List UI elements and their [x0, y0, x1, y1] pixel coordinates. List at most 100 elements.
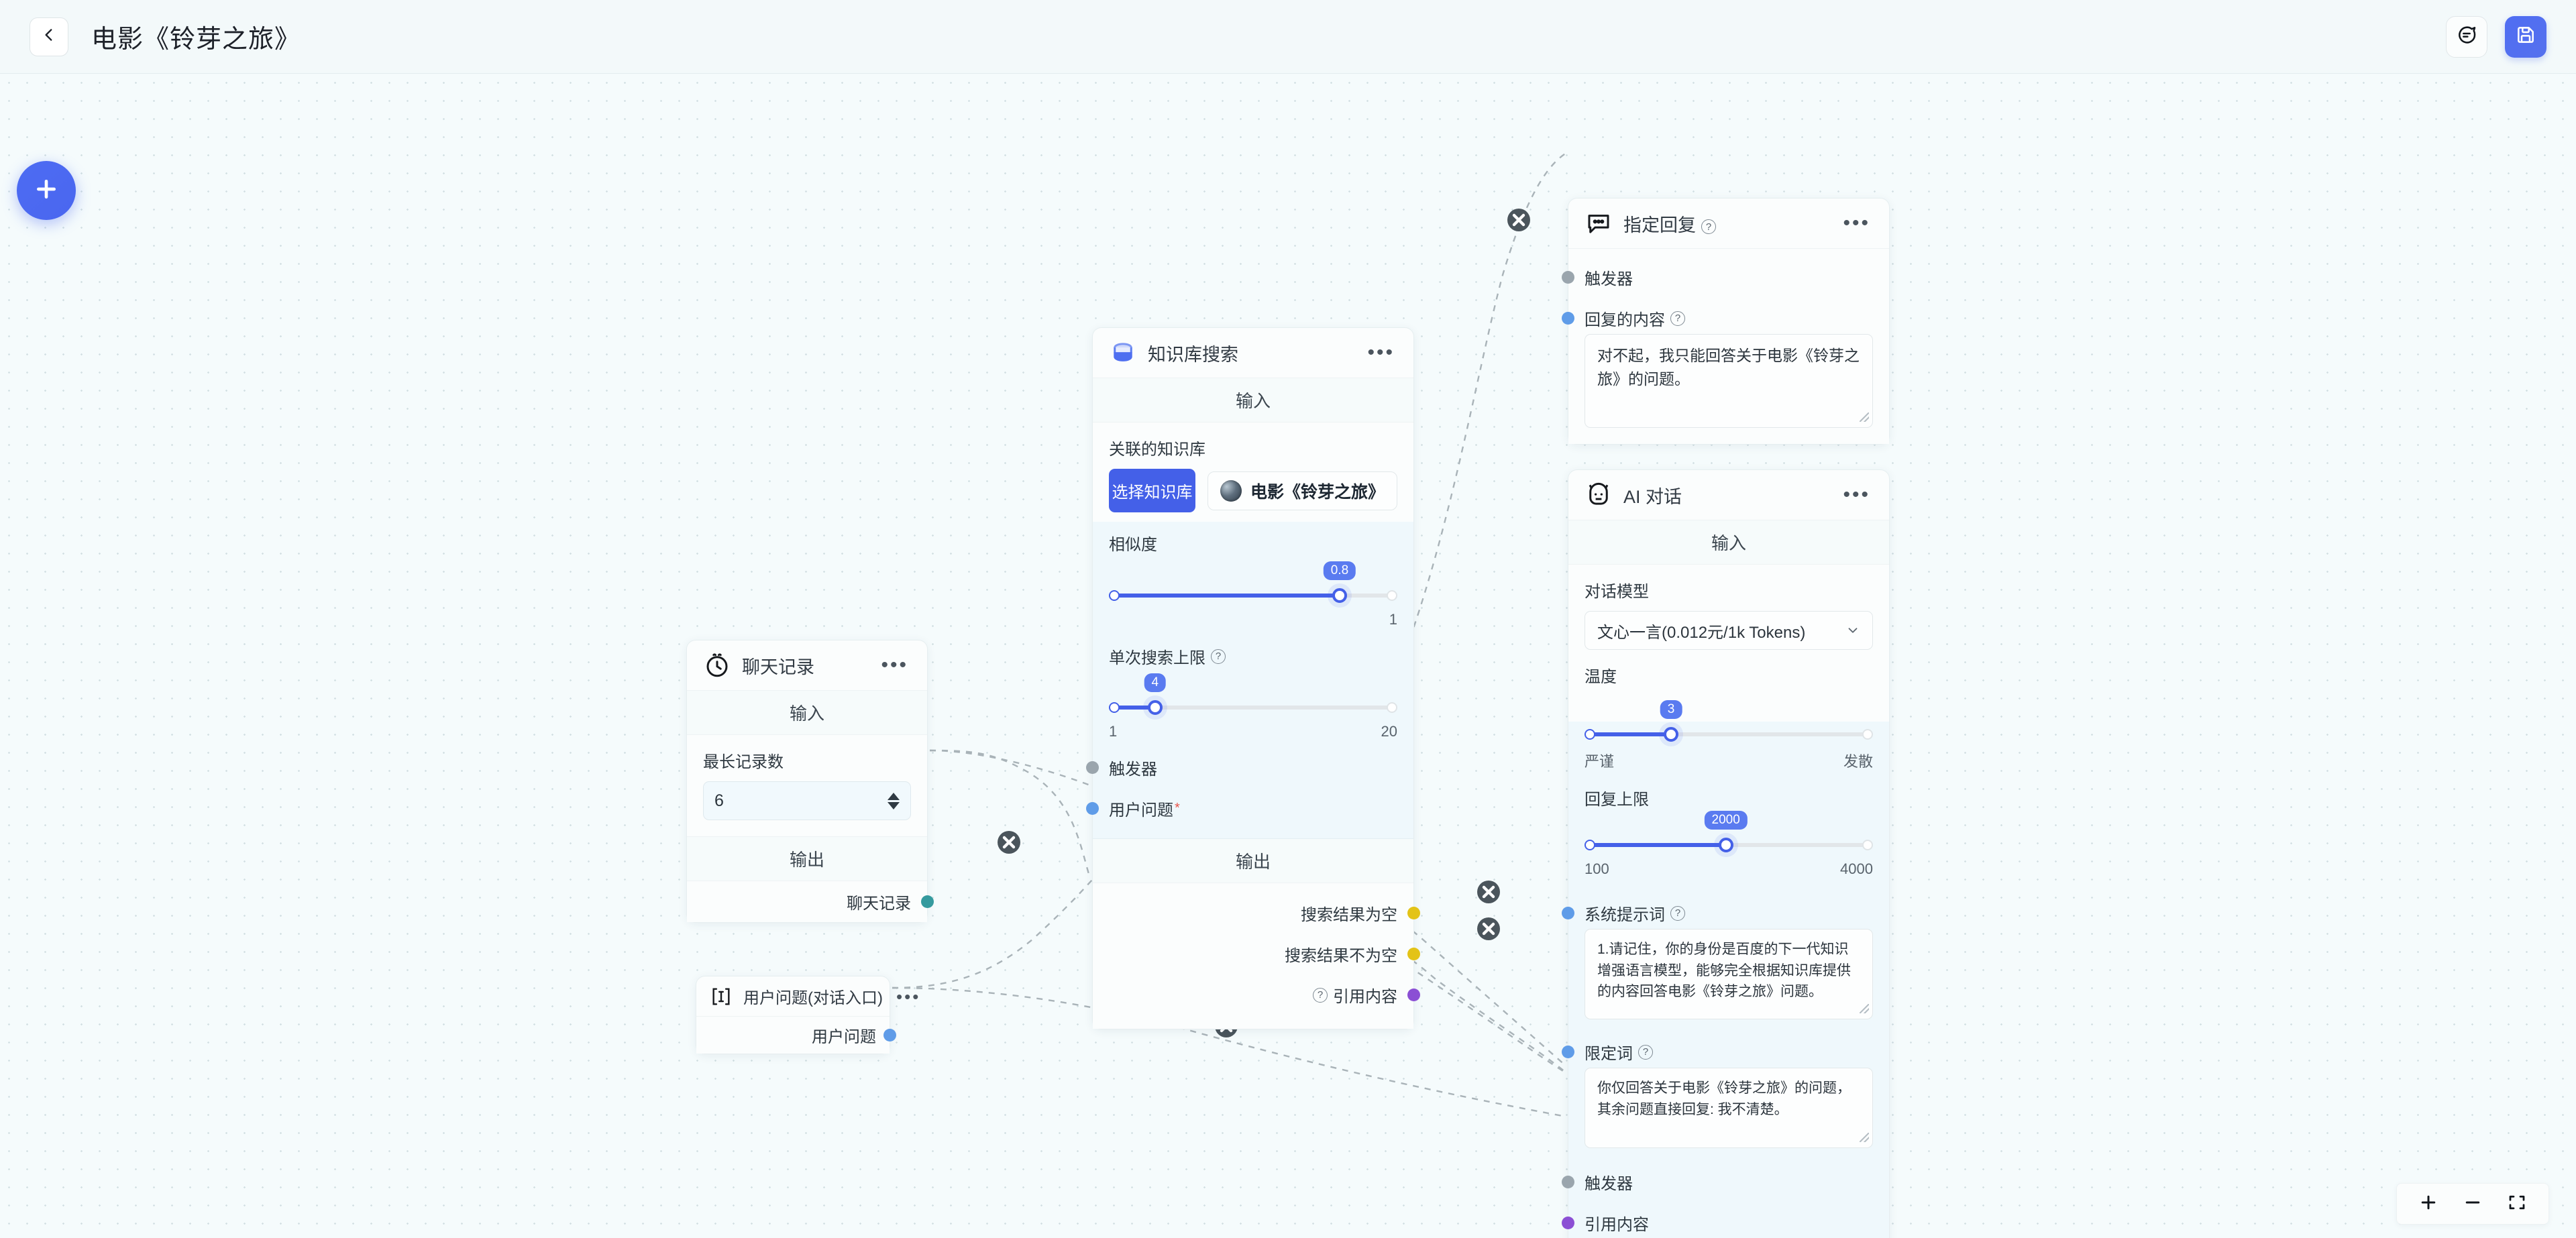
port-user-question-out[interactable]: 用户问题 [696, 1017, 896, 1054]
help-icon[interactable]: ? [1313, 987, 1328, 1003]
header-actions [2446, 15, 2546, 58]
zoom-in-button[interactable] [2418, 1192, 2438, 1216]
node-kb-search[interactable]: 知识库搜索 ••• 输入 关联的知识库 选择知识库 电影《铃芽之旅》 相似度 0… [1086, 327, 1420, 1029]
port-trigger-in[interactable]: 触发器 [1086, 747, 1413, 788]
port-dot-quote[interactable] [1562, 1217, 1574, 1229]
zoom-out-button[interactable] [2463, 1192, 2483, 1216]
node-header[interactable]: 指定回复? ••• [1568, 199, 1889, 249]
kb-similarity-group: 相似度 0.8 1 单次搜索上限 ? 4 [1093, 522, 1413, 747]
help-icon[interactable]: ? [1670, 905, 1685, 921]
port-dot-chat-record[interactable] [921, 895, 934, 908]
port-trigger-in[interactable]: 触发器 [1562, 257, 1889, 298]
system-prompt-field[interactable]: 系统提示词 ? [1562, 893, 1889, 929]
input-section-label: 输入 [1568, 520, 1889, 565]
similarity-scale: 1 [1109, 611, 1397, 628]
temperature-label: 温度 [1585, 668, 1617, 686]
reply-content-textarea[interactable]: 对不起，我只能回答关于电影《铃芽之旅》的问题。 [1585, 334, 1873, 428]
edge-delete-button [1477, 917, 1500, 940]
help-icon[interactable]: ? [1701, 219, 1716, 234]
port-user-question-in[interactable]: 用户问题* [1086, 788, 1413, 829]
node-header[interactable]: 知识库搜索 ••• [1093, 328, 1413, 378]
port-quote-content[interactable]: ? 引用内容 [1093, 974, 1420, 1015]
edge-chatrecord-to-ai [929, 749, 1091, 879]
comment-button[interactable] [2446, 15, 2487, 58]
port-dot-result-empty[interactable] [1407, 907, 1420, 919]
model-select[interactable]: 文心一言(0.012元/1k Tokens) [1585, 611, 1873, 650]
slider-track [1585, 732, 1873, 736]
stepper-arrows[interactable] [888, 792, 900, 809]
input-section-label: 输入 [1093, 378, 1413, 423]
limit-scale: 1 20 [1109, 723, 1397, 740]
node-header[interactable]: 用户问题(对话入口) ••• [696, 976, 918, 1017]
speech-bubble-icon [1585, 209, 1613, 237]
node-menu-button[interactable]: ••• [1843, 212, 1870, 234]
save-button[interactable] [2505, 15, 2546, 58]
edge-delete-button [1477, 881, 1500, 903]
zoom-controls[interactable] [2396, 1183, 2549, 1225]
system-prompt-textarea[interactable]: 1.请记住，你的身份是百度的下一代知识增强语言模型，能够完全根据知识库提供的内容… [1585, 929, 1873, 1019]
kb-chip[interactable]: 电影《铃芽之旅》 [1207, 471, 1397, 510]
port-dot-user-question[interactable] [883, 1029, 896, 1042]
port-quote-in[interactable]: 引用内容 [1562, 1202, 1889, 1238]
select-kb-button[interactable]: 选择知识库 [1109, 469, 1195, 512]
limit-knob[interactable] [1147, 700, 1163, 715]
limit-slider[interactable]: 4 [1109, 673, 1397, 720]
port-dot-trigger[interactable] [1562, 1176, 1574, 1188]
port-label: 触发器 [1585, 270, 1633, 288]
similarity-label: 相似度 [1109, 536, 1157, 554]
similarity-knob[interactable] [1332, 588, 1347, 603]
port-dot-trigger[interactable] [1086, 761, 1099, 774]
add-node-button[interactable] [17, 161, 76, 220]
help-icon[interactable]: ? [1211, 649, 1226, 664]
temperature-slider[interactable]: 3 [1585, 700, 1873, 747]
node-menu-button[interactable]: ••• [896, 986, 921, 1007]
help-icon[interactable]: ? [1670, 311, 1685, 326]
port-dot-trigger[interactable] [1562, 271, 1574, 284]
max-records-stepper[interactable] [703, 781, 911, 820]
node-assigned-reply[interactable]: 指定回复? ••• 触发器 回复的内容 ? 对不起，我只能回答关于电影《铃芽之旅… [1562, 198, 1890, 445]
port-dot-reply-content[interactable] [1562, 312, 1574, 325]
node-user-question[interactable]: 用户问题(对话入口) ••• 用户问题 [696, 976, 918, 1054]
reply-limit-max: 4000 [1840, 860, 1873, 877]
max-records-input[interactable] [714, 791, 888, 811]
port-dot-user-question[interactable] [1086, 802, 1099, 815]
node-menu-button[interactable]: ••• [1367, 341, 1395, 363]
port-dot-quote[interactable] [1407, 989, 1420, 1001]
text-input-icon [710, 985, 733, 1008]
node-ai-chat[interactable]: AI 对话 ••• 输入 对话模型 文心一言(0.012元/1k Tokens)… [1562, 469, 1890, 1238]
similarity-slider[interactable]: 0.8 [1109, 561, 1397, 608]
slider-cap-right [1862, 729, 1873, 740]
port-label: 搜索结果不为空 [1285, 947, 1397, 965]
help-icon[interactable]: ? [1638, 1044, 1653, 1060]
limit-label: 单次搜索上限 ? [1109, 644, 1397, 668]
node-menu-button[interactable]: ••• [1843, 484, 1870, 506]
port-result-empty[interactable]: 搜索结果为空 [1093, 893, 1420, 934]
fit-view-button[interactable] [2507, 1192, 2527, 1216]
slider-track [1109, 706, 1397, 710]
qualifier-field[interactable]: 限定词 ? [1562, 1031, 1889, 1068]
workflow-canvas[interactable]: 聊天记录 ••• 输入 最长记录数 输出 聊天记录 用户问题(对话入口) ••• [0, 74, 2576, 1238]
reply-limit-knob[interactable] [1718, 838, 1733, 852]
port-trigger-in[interactable]: 触发器 [1562, 1162, 1889, 1202]
port-chat-record-out[interactable]: 聊天记录 [687, 881, 934, 922]
temperature-knob[interactable] [1664, 727, 1678, 742]
limit-min: 1 [1109, 723, 1118, 740]
node-header[interactable]: AI 对话 ••• [1568, 470, 1889, 520]
slider-cap-left [1585, 729, 1595, 740]
node-header[interactable]: 聊天记录 ••• [687, 640, 927, 691]
port-result-not-empty[interactable]: 搜索结果不为空 [1093, 934, 1420, 974]
system-prompt-label: 系统提示词 [1585, 906, 1665, 924]
qualifier-textarea[interactable]: 你仅回答关于电影《铃芽之旅》的问题，其余问题直接回复: 我不清楚。 [1585, 1068, 1873, 1148]
kb-thumbnail-icon [1220, 480, 1242, 502]
chat-record-outputs: 聊天记录 [687, 881, 934, 922]
port-dot-system-prompt[interactable] [1562, 907, 1574, 919]
back-button[interactable] [30, 17, 68, 56]
kb-output-ports: 搜索结果为空 搜索结果不为空 ? 引用内容 [1093, 883, 1420, 1029]
port-dot-result-not-empty[interactable] [1407, 948, 1420, 960]
port-dot-qualifier[interactable] [1562, 1046, 1574, 1058]
reply-content-field[interactable]: 回复的内容 ? [1562, 298, 1889, 334]
node-menu-button[interactable]: ••• [881, 654, 908, 676]
reply-limit-slider[interactable]: 2000 [1585, 811, 1873, 858]
kb-input-ports: 触发器 用户问题* [1086, 747, 1413, 838]
node-chat-record[interactable]: 聊天记录 ••• 输入 最长记录数 输出 聊天记录 [686, 640, 934, 923]
